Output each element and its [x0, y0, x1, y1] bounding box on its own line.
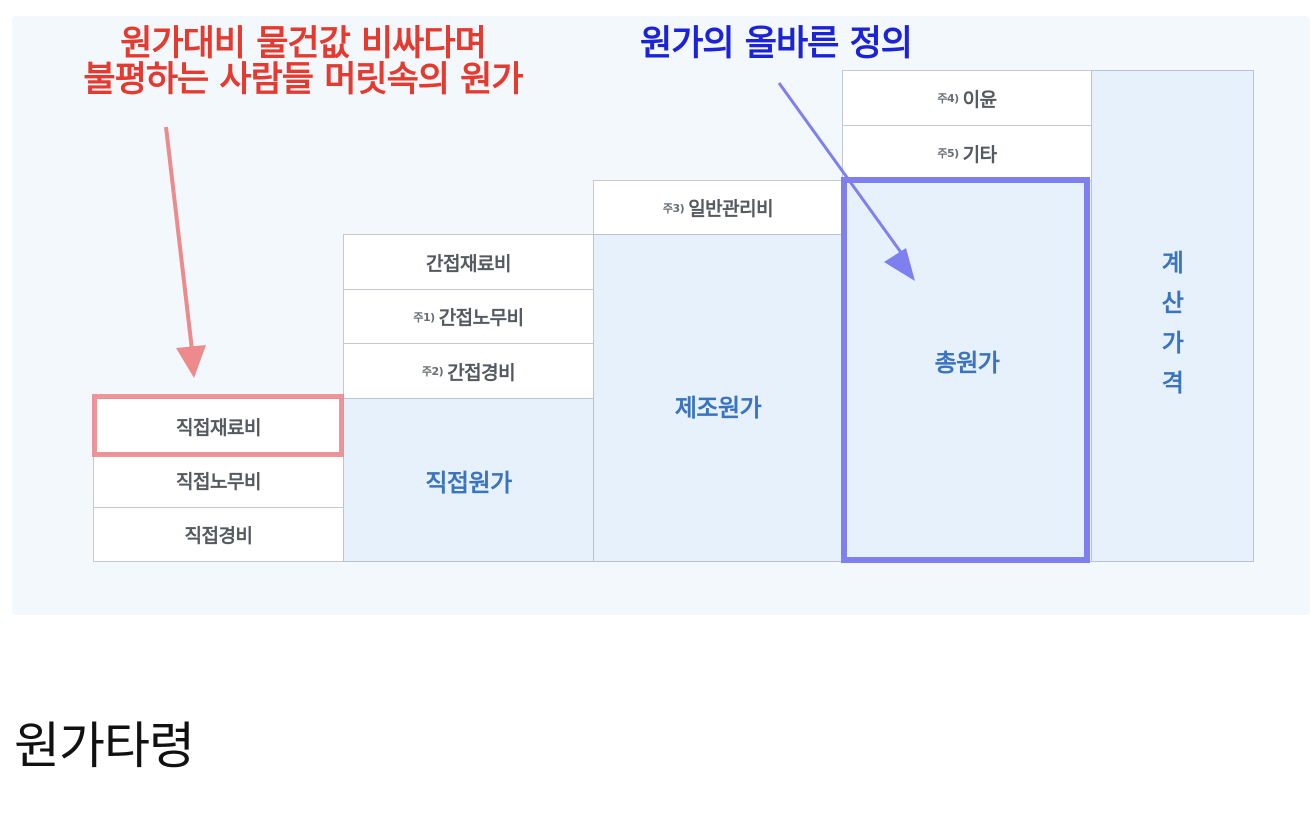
vertical-char: 계	[1161, 249, 1184, 277]
cell-label: 간접경비	[447, 361, 516, 384]
red-annotation-label: 원가대비 물건값 비싸다며 불평하는 사람들 머릿속의 원가	[18, 26, 588, 98]
cell-profit: 주4) 이윤	[842, 70, 1092, 126]
cell-label: 직접재료비	[176, 416, 261, 439]
cell-label: 간접재료비	[426, 252, 511, 275]
cell-manufacturing-cost: 제조원가	[593, 234, 843, 562]
cell-calculated-price: 계 산 가 격	[1091, 70, 1254, 562]
footnote-marker: 주1)	[413, 310, 435, 324]
sum-label: 제조원가	[674, 393, 762, 422]
blue-highlight-box	[841, 177, 1090, 563]
blue-annotation-label: 원가의 올바른 정의	[640, 24, 913, 64]
cell-direct-expense: 직접경비	[93, 507, 344, 562]
cell-general-admin: 주3) 일반관리비	[593, 180, 843, 235]
section-heading: 원가타령	[14, 717, 195, 775]
footnote-marker: 주4)	[937, 92, 959, 105]
cell-label: 이윤	[962, 88, 997, 111]
cell-label: 직접노무비	[176, 471, 261, 493]
vertical-char: 가	[1161, 329, 1184, 357]
cell-label: 기타	[962, 143, 997, 166]
cell-indirect-labor: 주1) 간접노무비	[343, 289, 594, 344]
sum-label: 직접원가	[425, 468, 512, 497]
cell-label: 일반관리비	[688, 198, 774, 220]
footnote-marker: 주3)	[662, 201, 685, 215]
vertical-char: 산	[1161, 289, 1184, 317]
sum-label: 총원가	[934, 348, 1000, 377]
red-annotation-line1: 원가대비 물건값 비싸다며	[120, 24, 487, 64]
cell-label: 간접노무비	[438, 307, 524, 329]
cell-label: 직접경비	[184, 525, 253, 547]
cell-direct-cost-total: 직접원가	[343, 398, 594, 562]
cell-direct-material: 직접재료비	[93, 398, 344, 454]
red-highlight-box	[92, 394, 344, 457]
vertical-char: 격	[1161, 369, 1184, 397]
footnote-marker: 주2)	[421, 365, 444, 378]
cell-other: 주5) 기타	[842, 125, 1092, 181]
footnote-marker: 주5)	[937, 147, 959, 160]
red-annotation-line2: 불평하는 사람들 머릿속의 원가	[83, 60, 523, 100]
cell-direct-labor: 직접노무비	[93, 453, 344, 508]
cell-indirect-expense: 주2) 간접경비	[343, 343, 594, 399]
cell-indirect-material: 간접재료비	[343, 234, 594, 290]
